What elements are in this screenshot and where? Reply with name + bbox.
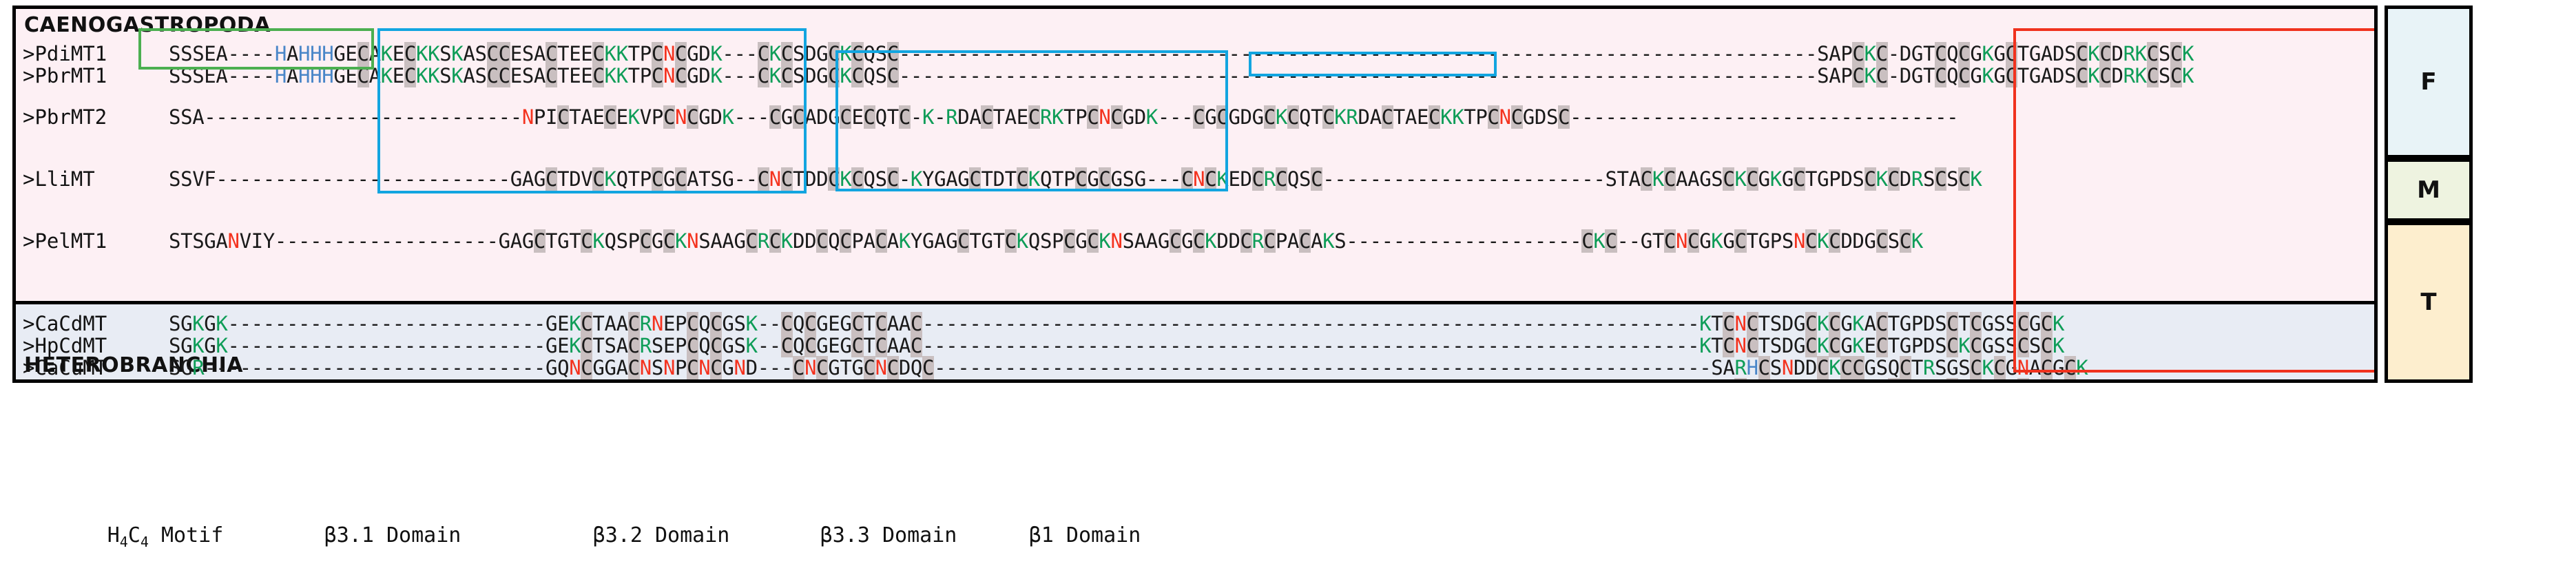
sex-cell-male: M bbox=[2385, 158, 2473, 222]
legend-label-beta33-domain: β3.3 Domain bbox=[820, 523, 957, 547]
sequence-label: >PelMT1 bbox=[23, 229, 107, 253]
legend-label-h4c4-motif: H4C4 Motif bbox=[107, 523, 224, 550]
sequence-label: >HpCdMT bbox=[23, 334, 107, 357]
sequence-label: >CaCuMT bbox=[23, 356, 107, 379]
residue-string: SSSEA----HAHHHGECAKECKKSKASCCESACTEECKKT… bbox=[169, 64, 2194, 87]
sequence-label: >PbrMT2 bbox=[23, 105, 107, 129]
residue-string: SGR-----------------------------GKNCGGAC… bbox=[169, 378, 2064, 379]
sequence-row: >PdiMT1 SSSEA----HAHHHGECAKECKKSKASCCESAC… bbox=[23, 42, 2194, 65]
clade-title-caenogastropoda: CAENOGASTROPODA bbox=[24, 13, 271, 37]
sequence-row: >CaCuMT SGR-----------------------------G… bbox=[23, 356, 2088, 379]
residue-string: SSSEA----HAHHHGECAKECKKSKASCCESACTEECKKT… bbox=[169, 42, 2194, 65]
sequence-row: >LliMT SSVF-------------------------GAGCT… bbox=[23, 167, 1982, 191]
sequence-row: >PbrMT2 SSA---------------------------NPI… bbox=[23, 105, 1959, 129]
residue-string: SGR-----------------------------GQNCGGAC… bbox=[169, 356, 2088, 379]
sequence-label: >PbrMT1 bbox=[23, 64, 107, 87]
residue-string: STSGANVIY-------------------GAGCTGTCKQSP… bbox=[169, 229, 1924, 253]
sequence-row: >HpCuMTSGR-----------------------------G… bbox=[23, 378, 2064, 379]
clade-title-heterobranchia: HETEROBRANCHIA bbox=[24, 353, 243, 377]
sequence-row: >HpCdMT SGKGK---------------------------G… bbox=[23, 334, 2064, 357]
sex-cell-female: F bbox=[2385, 6, 2473, 158]
sequence-row: >PelMT1 STSGANVIY-------------------GAGCT… bbox=[23, 229, 1923, 253]
residue-string: SSA---------------------------NPICTAECEK… bbox=[169, 105, 1959, 129]
sequence-row: >PbrMT1 SSSEA----HAHHHGECAKECKKSKASCCESAC… bbox=[23, 64, 2194, 87]
sex-stage-column: F M T bbox=[2385, 6, 2473, 383]
residue-string: SGKGK---------------------------GEKCTSAC… bbox=[169, 334, 2065, 357]
legend-label-beta31-domain: β3.1 Domain bbox=[324, 523, 461, 547]
sequence-label: >CaCdMT bbox=[23, 312, 107, 335]
residue-string: SSVF-------------------------GAGCTDVCKQT… bbox=[169, 167, 1982, 191]
domain-legend: H4C4 Motif β3.1 Domain β3.2 Domain β3.3 Dom… bbox=[0, 523, 2576, 572]
sequence-label: >PdiMT1 bbox=[23, 42, 107, 65]
sequence-label: >LliMT bbox=[23, 167, 95, 191]
sequence-label: >HpCuMT bbox=[23, 378, 169, 379]
residue-string: SGKGK---------------------------GEKCTAAC… bbox=[169, 312, 2065, 335]
legend-label-beta32-domain: β3.2 Domain bbox=[592, 523, 730, 547]
sequence-row: >CaCdMT SGKGK---------------------------G… bbox=[23, 312, 2064, 335]
sex-cell-tissue: T bbox=[2385, 222, 2473, 383]
legend-label-beta1-domain: β1 Domain bbox=[1028, 523, 1141, 547]
